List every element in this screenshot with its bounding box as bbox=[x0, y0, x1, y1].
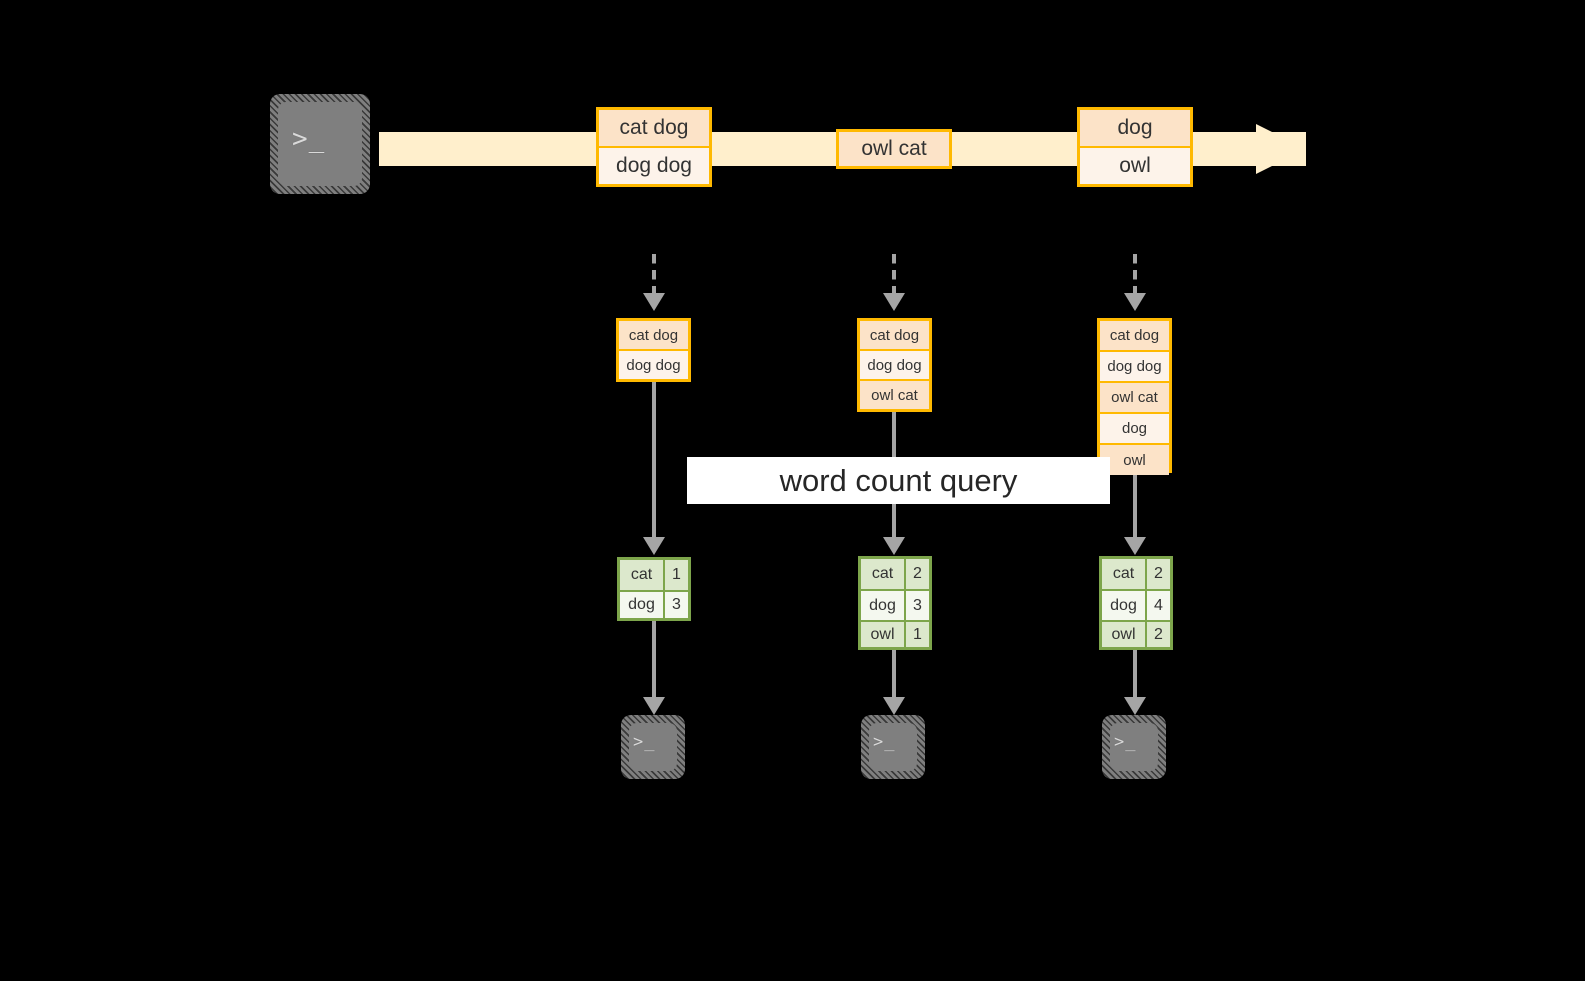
sink-console-icon-1: >_ bbox=[613, 707, 693, 787]
console-inner bbox=[1110, 723, 1158, 771]
input-table-2: cat dog dog dog owl cat bbox=[857, 318, 932, 412]
input-table-row: cat dog bbox=[860, 321, 929, 351]
input-table-row: owl cat bbox=[1100, 383, 1169, 414]
word-count-query-label: word count query bbox=[687, 457, 1110, 504]
sink-console-icon-3: >_ bbox=[1094, 707, 1174, 787]
result-word-cell: cat bbox=[1102, 559, 1147, 589]
result-count-cell: 3 bbox=[906, 591, 929, 620]
query-arrowhead-2 bbox=[883, 537, 905, 555]
stream-source-console-icon: >_ bbox=[262, 86, 378, 202]
query-connector-3 bbox=[1133, 473, 1137, 537]
input-table-row: dog bbox=[1100, 414, 1169, 445]
result-word-cell: dog bbox=[620, 592, 665, 618]
sink-arrowhead-2 bbox=[883, 697, 905, 715]
stream-batch-box-2: owl cat bbox=[836, 129, 952, 169]
stream-batch-line: dog dog bbox=[599, 148, 709, 184]
result-table-row: dog 3 bbox=[620, 592, 688, 618]
console-inner bbox=[629, 723, 677, 771]
input-table-3: cat dog dog dog owl cat dog owl bbox=[1097, 318, 1172, 475]
stream-batch-box-1: cat dog dog dog bbox=[596, 107, 712, 187]
result-table-row: cat 1 bbox=[620, 560, 688, 592]
input-table-row: cat dog bbox=[619, 321, 688, 351]
sink-arrowhead-1 bbox=[643, 697, 665, 715]
console-inner bbox=[278, 102, 362, 186]
result-count-cell: 1 bbox=[665, 560, 688, 590]
sink-connector-1 bbox=[652, 621, 656, 698]
result-count-cell: 2 bbox=[1147, 622, 1170, 647]
stream-to-input-connector-2 bbox=[892, 254, 896, 294]
word-count-query-text: word count query bbox=[779, 462, 1018, 498]
stream-batch-box-3: dog owl bbox=[1077, 107, 1193, 187]
stream-to-input-connector-3 bbox=[1133, 254, 1137, 294]
result-table-3: cat 2 dog 4 owl 2 bbox=[1099, 556, 1173, 650]
result-table-row: owl 1 bbox=[861, 622, 929, 647]
console-prompt-glyph: >_ bbox=[873, 732, 896, 752]
stream-batch-line: owl bbox=[1080, 148, 1190, 184]
stream-batch-line: dog bbox=[1080, 110, 1190, 148]
input-table-row: dog dog bbox=[1100, 352, 1169, 383]
result-table-row: cat 2 bbox=[861, 559, 929, 591]
input-table-row: dog dog bbox=[860, 351, 929, 381]
console-prompt-glyph: >_ bbox=[292, 124, 326, 154]
sink-arrowhead-3 bbox=[1124, 697, 1146, 715]
result-count-cell: 3 bbox=[665, 592, 688, 618]
stream-batch-line: cat dog bbox=[599, 110, 709, 148]
result-count-cell: 2 bbox=[1147, 559, 1170, 589]
result-table-row: owl 2 bbox=[1102, 622, 1170, 647]
result-count-cell: 2 bbox=[906, 559, 929, 589]
query-arrowhead-1 bbox=[643, 537, 665, 555]
stream-to-input-connector-1 bbox=[652, 254, 656, 294]
console-prompt-glyph: >_ bbox=[633, 732, 656, 752]
input-table-row: cat dog bbox=[1100, 321, 1169, 352]
result-table-2: cat 2 dog 3 owl 1 bbox=[858, 556, 932, 650]
result-word-cell: cat bbox=[620, 560, 665, 590]
stream-batch-line: owl cat bbox=[839, 132, 949, 166]
query-connector-1 bbox=[652, 382, 656, 537]
stream-arrowhead-icon bbox=[1256, 124, 1306, 174]
sink-console-icon-2: >_ bbox=[853, 707, 933, 787]
result-table-row: dog 3 bbox=[861, 591, 929, 622]
result-table-1: cat 1 dog 3 bbox=[617, 557, 691, 621]
console-prompt-glyph: >_ bbox=[1114, 732, 1137, 752]
result-word-cell: owl bbox=[861, 622, 906, 647]
result-count-cell: 4 bbox=[1147, 591, 1170, 620]
result-word-cell: cat bbox=[861, 559, 906, 589]
result-table-row: cat 2 bbox=[1102, 559, 1170, 591]
result-word-cell: dog bbox=[1102, 591, 1147, 620]
sink-connector-2 bbox=[892, 650, 896, 698]
console-inner bbox=[869, 723, 917, 771]
result-word-cell: dog bbox=[861, 591, 906, 620]
input-table-1: cat dog dog dog bbox=[616, 318, 691, 382]
input-table-row: owl cat bbox=[860, 381, 929, 409]
input-table-row: dog dog bbox=[619, 351, 688, 379]
query-arrowhead-3 bbox=[1124, 537, 1146, 555]
input-table-row: owl bbox=[1100, 445, 1169, 475]
result-table-row: dog 4 bbox=[1102, 591, 1170, 622]
result-count-cell: 1 bbox=[906, 622, 929, 647]
stream-to-input-arrowhead-2 bbox=[883, 293, 905, 311]
result-word-cell: owl bbox=[1102, 622, 1147, 647]
stream-to-input-arrowhead-1 bbox=[643, 293, 665, 311]
sink-connector-3 bbox=[1133, 650, 1137, 698]
stream-to-input-arrowhead-3 bbox=[1124, 293, 1146, 311]
